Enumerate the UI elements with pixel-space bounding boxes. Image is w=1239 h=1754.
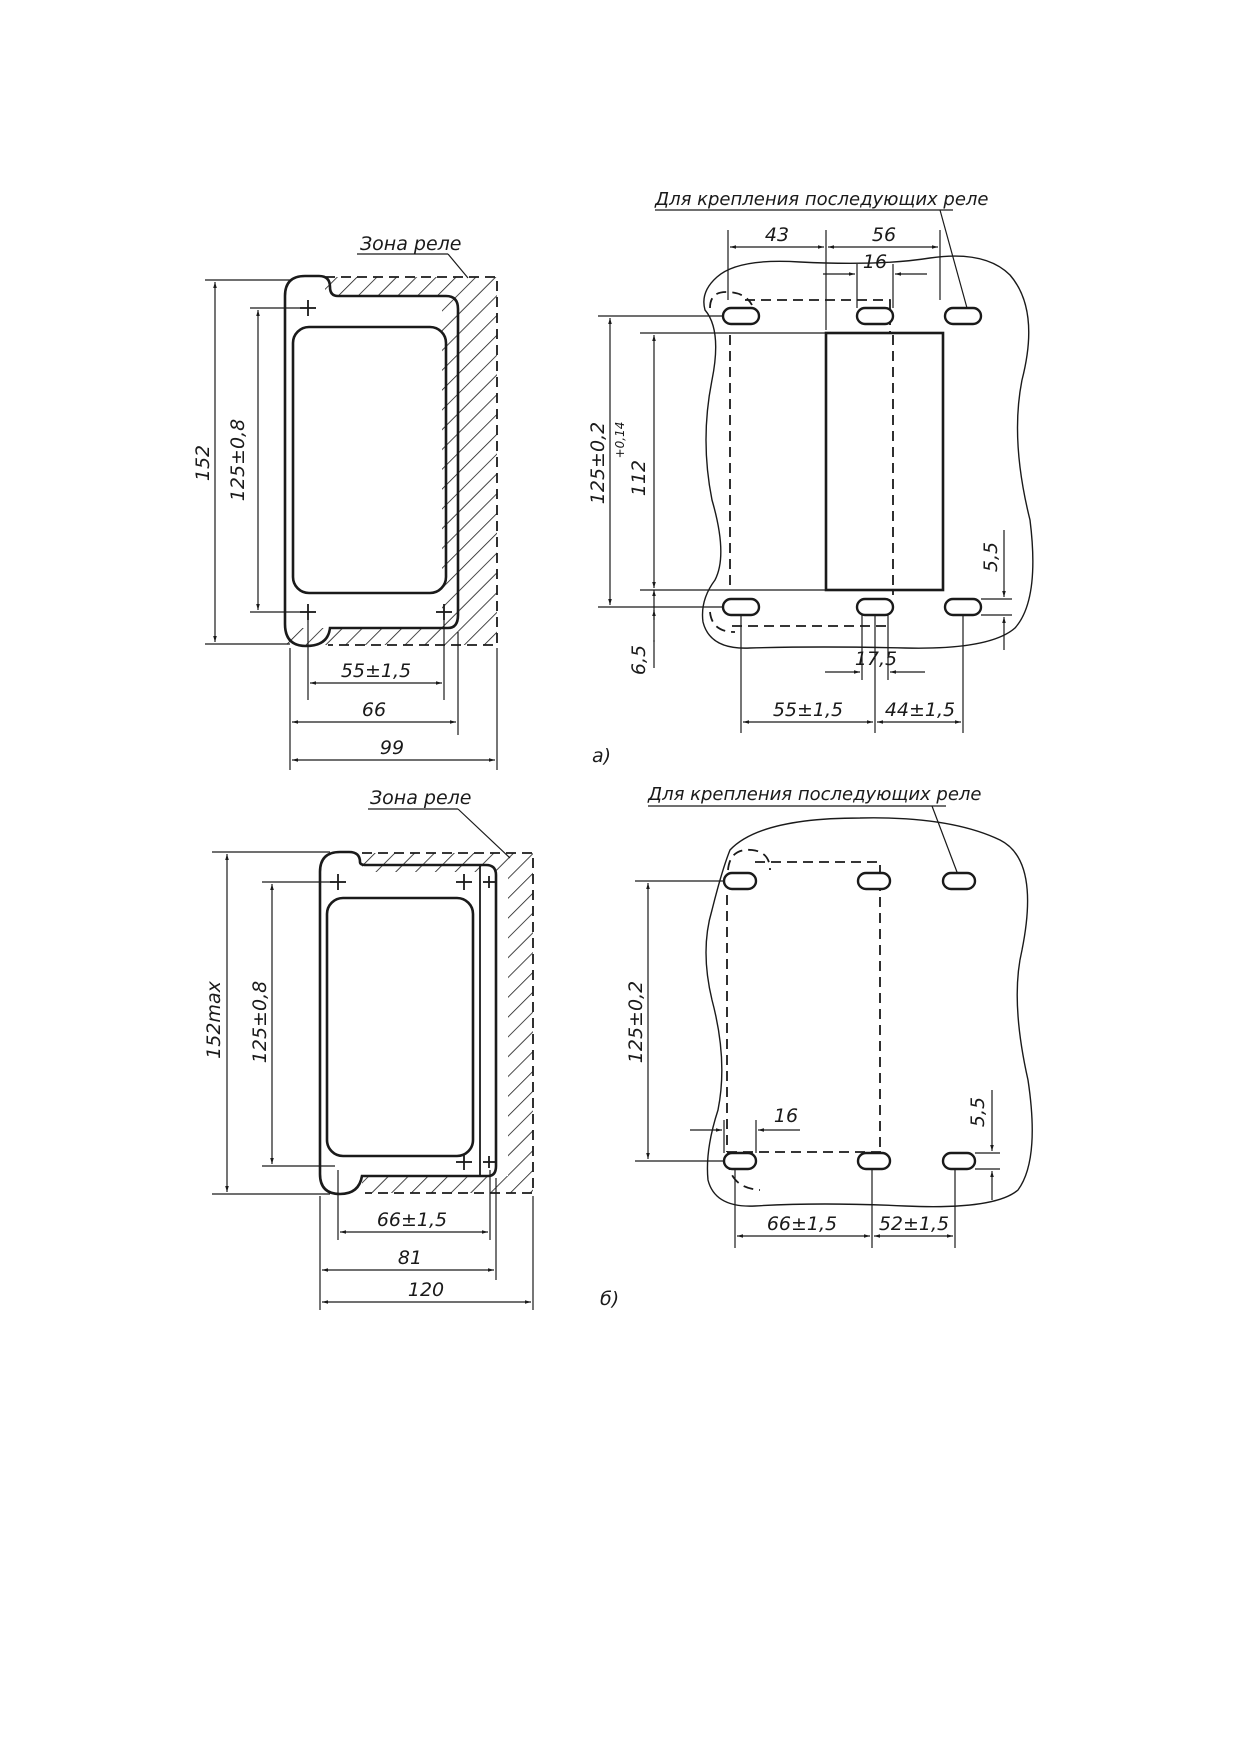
dim-66-a: 66: [362, 699, 386, 721]
dim-81: 81: [398, 1247, 422, 1269]
dim-125-02-b: 125±0,2: [625, 981, 647, 1063]
dim-66-b: 66±1,5: [377, 1209, 447, 1231]
dim-17-5: 17,5: [855, 648, 897, 670]
dim-125-b: 125±0,8: [249, 981, 271, 1063]
dim-120: 120: [408, 1279, 444, 1301]
mount-slot-a-6: [943, 597, 983, 617]
zone-label-a: Зона реле: [360, 233, 462, 255]
mount-slot-b-3: [941, 871, 977, 891]
dim-112-tol: +0,14: [613, 422, 627, 459]
dim-152max: 152max: [203, 980, 225, 1058]
mount-slot-b-2: [856, 871, 892, 891]
mount-slot-a-2: [855, 306, 895, 326]
dim-6-5: 6,5: [628, 645, 650, 675]
relay-outline-b: [318, 850, 498, 1196]
dim-99-a: 99: [380, 737, 404, 759]
mount-slot-a-3: [943, 306, 983, 326]
dim-16-b: 16: [774, 1105, 798, 1127]
relay-zone-hatch: [287, 277, 497, 645]
dim-56: 56: [872, 224, 896, 246]
dim-5-5-a: 5,5: [980, 542, 1002, 572]
mount-plate-b: [705, 817, 1033, 1208]
dim-44: 44±1,5: [885, 699, 955, 721]
note-b: Для крепления последующих реле: [647, 784, 981, 805]
relay-window-a: [291, 325, 448, 595]
mount-slot-a-5: [855, 597, 895, 617]
fig-a-left-view: Зона реле 152 125±0,8 55±1,5 66 99: [192, 233, 498, 770]
zone-label-b: Зона реле: [370, 787, 472, 809]
dim-52: 52±1,5: [879, 1213, 949, 1235]
mount-crosses-a: [300, 300, 452, 620]
fig-a-right-view: Для крепления последующих реле 43 56 16: [587, 189, 1034, 733]
relay-body-a: [824, 331, 945, 592]
mount-slot-b-1: [722, 871, 758, 891]
dim-5-5-b: 5,5: [967, 1097, 989, 1127]
fig-b-left-view: Зона реле 152max 125±0,8 66±1,5 81 120: [203, 787, 534, 1310]
mount-slot-a-1: [721, 306, 761, 326]
mount-slot-a-4: [721, 597, 761, 617]
relay-window-b: [325, 896, 475, 1158]
caption-b: б): [600, 1288, 619, 1310]
mount-crosses-b: [330, 874, 495, 1170]
mount-slot-b-4: [722, 1151, 758, 1171]
dim-16-a: 16: [863, 251, 887, 273]
mount-slot-b-5: [856, 1151, 892, 1171]
mount-plate-a: [701, 255, 1034, 649]
note-a: Для крепления последующих реле: [654, 189, 988, 210]
dim-125-02-a: 125±0,2: [587, 422, 609, 504]
dim-66-b-bottom: 66±1,5: [767, 1213, 837, 1235]
fig-b-right-view: Для крепления последующих реле 125±0,2 1…: [625, 784, 1033, 1248]
mount-slot-b-6: [941, 1151, 977, 1171]
dim-112: 112: [628, 460, 650, 496]
dim-43: 43: [765, 224, 789, 246]
relay-zone-hatch-b: [362, 853, 533, 1193]
dim-55-a: 55±1,5: [341, 660, 411, 682]
dim-55-a-bottom: 55±1,5: [773, 699, 843, 721]
caption-a: а): [592, 745, 611, 767]
dim-125-a: 125±0,8: [227, 419, 249, 501]
relay-outline-a: [283, 274, 460, 648]
dim-152-a: 152: [192, 445, 214, 481]
